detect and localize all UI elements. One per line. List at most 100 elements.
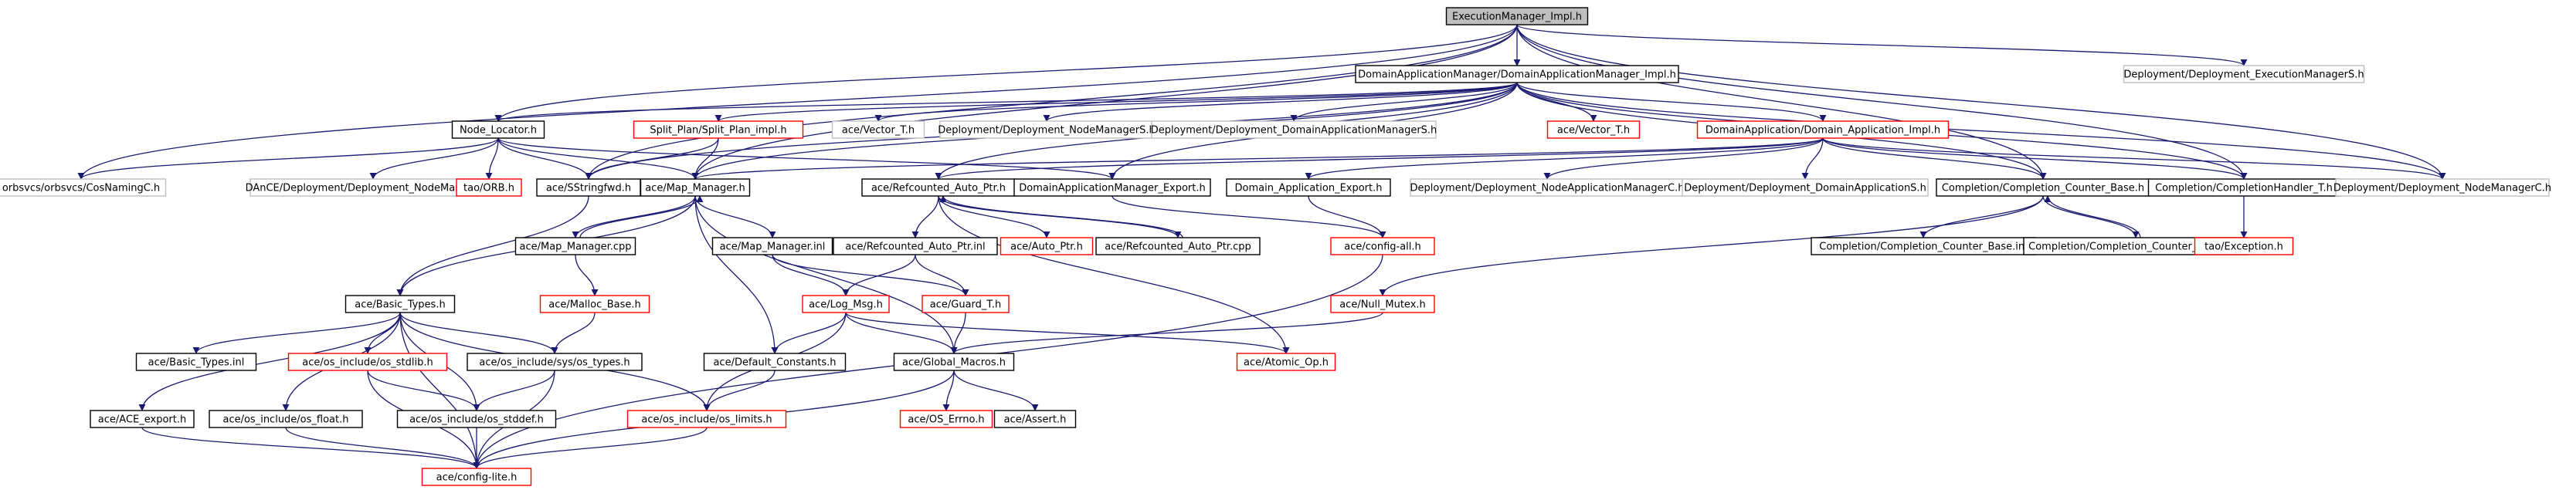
edge-basic-types-to-os-sys-types (399, 312, 558, 354)
node-box (451, 120, 545, 139)
node-label: ace/os_include/sys/os_types.h (479, 357, 630, 369)
node-null-mutex[interactable]: ace/Null_Mutex.h (1330, 295, 1435, 313)
node-box (1013, 178, 1211, 197)
node-dom-app-s[interactable]: Deployment/Deployment_DomainApplicationS… (1682, 178, 1929, 197)
node-config-all[interactable]: ace/config-all.h (1330, 237, 1435, 255)
edge-log-msg-to-global-macros (845, 312, 958, 354)
node-box (0, 178, 167, 197)
node-malloc-base[interactable]: ace/Malloc_Base.h (539, 295, 650, 313)
node-sstring-fwd[interactable]: ace/SStringfwd.h (536, 178, 641, 197)
node-auto-ptr[interactable]: ace/Auto_Ptr.h (1000, 237, 1094, 255)
edge-os-stdlib-to-os-stddef (367, 370, 480, 411)
edge-refcounted-ptr-to-refcounted-ptr-inl (911, 195, 939, 238)
node-label: ace/Default_Constants.h (713, 357, 836, 369)
node-completion-base-cpp[interactable]: Completion/Completion_Counter_Base.cpp (2023, 237, 2248, 255)
node-box (456, 178, 522, 197)
node-box (396, 410, 557, 428)
node-node-app-mgr-c[interactable]: Deployment/Deployment_NodeApplicationMan… (1410, 178, 1685, 197)
node-label: ace/Map_Manager.h (645, 183, 745, 194)
node-refcounted-ptr-cpp[interactable]: ace/Refcounted_Auto_Ptr.cpp (1095, 237, 1261, 255)
edge-dom-app-impl-to-completion-base (1822, 137, 2047, 180)
node-box (287, 353, 448, 371)
node-box (514, 237, 636, 255)
node-tao-orb[interactable]: tao/ORB.h (456, 178, 522, 197)
edge-em-impl-to-completion-handler (1516, 24, 2248, 180)
node-node-locator[interactable]: Node_Locator.h (451, 120, 545, 139)
edge-os-float-to-config-lite (285, 427, 480, 469)
node-ace-assert[interactable]: ace/Assert.h (993, 410, 1077, 428)
node-config-lite[interactable]: ace/config-lite.h (421, 468, 532, 486)
node-label: ace/Vector_T.h (842, 125, 915, 137)
node-global-macros[interactable]: ace/Global_Macros.h (893, 353, 1015, 371)
node-map-manager-cpp[interactable]: ace/Map_Manager.cpp (514, 237, 636, 255)
node-dam-s[interactable]: Deployment/Deployment_DomainApplicationM… (1151, 120, 1437, 139)
node-box (344, 295, 456, 313)
edge-dom-app-impl-to-refcounted-ptr (935, 137, 1824, 180)
node-guard-t[interactable]: ace/Guard_T.h (921, 295, 1010, 313)
edge-refcounted-ptr-inl-to-guard-t (915, 254, 969, 296)
node-node-mgr-s[interactable]: Deployment/Deployment_NodeManagerS.h (938, 120, 1156, 139)
node-label: DomainApplicationManager_Export.h (1019, 183, 1206, 194)
node-vector-t-grey[interactable]: ace/Vector_T.h (831, 120, 925, 139)
edge-em-impl-to-exec-mgr-s (1516, 24, 2248, 66)
node-completion-base[interactable]: Completion/Completion_Counter_Base.h (1936, 178, 2150, 197)
node-dance-node-mgr[interactable]: DAnCE/Deployment/Deployment_NodeManagerC… (246, 178, 501, 197)
node-dom-app-impl[interactable]: DomainApplication/Domain_Application_Imp… (1696, 120, 1950, 139)
edge-global-macros-to-os-errno (942, 370, 955, 411)
node-node-mgr-c[interactable]: Deployment/Deployment_NodeManagerC.h (2333, 178, 2551, 197)
node-map-manager-inl[interactable]: ace/Map_Manager.inl (711, 237, 833, 255)
edge-dam-impl-to-vector-t-grey (874, 82, 1518, 122)
node-os-errno[interactable]: ace/OS_Errno.h (899, 410, 993, 428)
node-label: DomainApplication/Domain_Application_Imp… (1705, 125, 1940, 137)
node-default-constants[interactable]: ace/Default_Constants.h (703, 353, 847, 371)
node-os-limits[interactable]: ace/os_include/os_limits.h (626, 410, 787, 428)
node-label: ace/Global_Macros.h (902, 357, 1006, 369)
node-os-stdlib[interactable]: ace/os_include/os_stdlib.h (287, 353, 448, 371)
node-box (2123, 65, 2365, 83)
node-box (1236, 353, 1336, 371)
edge-dom-app-impl-to-completion-handler (1822, 137, 2248, 180)
node-basic-types-inl[interactable]: ace/Basic_Types.inl (135, 353, 257, 371)
node-label: Node_Locator.h (460, 125, 537, 137)
node-label: ace/OS_Errno.h (908, 414, 984, 426)
node-os-sys-types[interactable]: ace/os_include/sys/os_types.h (467, 353, 643, 371)
node-cos-naming[interactable]: orbsvcs/orbsvcs/CosNamingC.h (0, 178, 167, 197)
node-domain-app-export[interactable]: Domain_Application_Export.h (1226, 178, 1391, 197)
node-box (1546, 120, 1641, 139)
node-label: ace/Null_Mutex.h (1339, 299, 1426, 311)
node-box (209, 410, 363, 428)
node-refcounted-ptr[interactable]: ace/Refcounted_Auto_Ptr.h (861, 178, 1016, 197)
edge-dam-impl-to-dom-app-impl (1516, 82, 1827, 122)
edge-split-plan-to-map-manager (691, 137, 719, 180)
edge-completion-base-to-completion-base-cpp (2042, 195, 2140, 238)
edge-dam-impl-to-node-locator (494, 82, 1518, 122)
node-atomic-op[interactable]: ace/Atomic_Op.h (1236, 353, 1336, 371)
edge-dom-app-impl-to-domain-app-export (1305, 137, 1824, 180)
edge-split-plan-to-sstring-fwd (585, 137, 719, 180)
node-label: ace/Refcounted_Auto_Ptr.h (871, 183, 1006, 194)
node-ace-export[interactable]: ace/ACE_export.h (90, 410, 195, 428)
edge-dom-app-impl-to-node-app-mgr-c (1543, 137, 1824, 180)
node-split-plan[interactable]: Split_Plan/Split_Plan_impl.h (633, 120, 804, 139)
node-completion-handler[interactable]: Completion/CompletionHandler_T.h (2147, 178, 2340, 197)
node-os-stddef[interactable]: ace/os_include/os_stddef.h (396, 410, 557, 428)
node-log-msg[interactable]: ace/Log_Msg.h (802, 295, 890, 313)
node-box (893, 353, 1015, 371)
node-vector-t-red[interactable]: ace/Vector_T.h (1546, 120, 1641, 139)
node-dam-export[interactable]: DomainApplicationManager_Export.h (1013, 178, 1211, 197)
node-refcounted-ptr-inl[interactable]: ace/Refcounted_Auto_Ptr.inl (833, 237, 998, 255)
node-box (1330, 237, 1435, 255)
node-box (993, 410, 1077, 428)
node-box (135, 353, 257, 371)
node-exec-mgr-s[interactable]: Deployment/Deployment_ExecutionManagerS.… (2123, 65, 2365, 83)
node-basic-types[interactable]: ace/Basic_Types.h (344, 295, 456, 313)
node-label: Deployment/Deployment_NodeApplicationMan… (1410, 183, 1685, 194)
node-label: tao/ORB.h (463, 183, 514, 194)
node-completion-base-inl[interactable]: Completion/Completion_Counter_Base.inl (1811, 237, 2036, 255)
node-os-float[interactable]: ace/os_include/os_float.h (209, 410, 363, 428)
node-dam-impl[interactable]: DomainApplicationManager/DomainApplicati… (1355, 65, 1679, 83)
edge-node-locator-to-dam-export (497, 137, 1116, 180)
edge-dam-impl-to-node-mgr-c (1516, 82, 2446, 180)
node-map-manager[interactable]: ace/Map_Manager.h (640, 178, 751, 197)
node-tao-exception[interactable]: tao/Exception.h (2194, 237, 2294, 255)
